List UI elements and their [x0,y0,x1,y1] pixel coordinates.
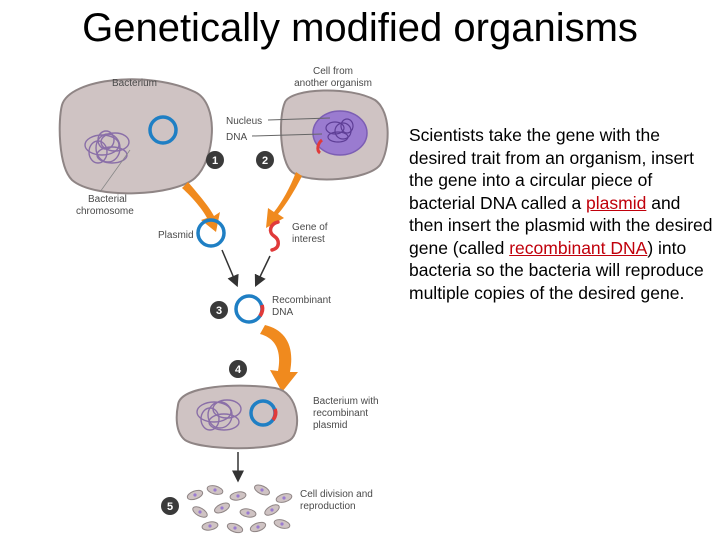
label-cell-from-2: another organism [294,78,372,89]
label-bacterium: Bacterium [112,78,157,89]
label-dna: DNA [226,132,247,143]
description-part-1: Scientists take the gene with the desire… [409,125,694,213]
step-5-marker [161,497,179,515]
label-bacterium-with-3: plasmid [313,420,347,431]
label-gene-of-2: interest [292,234,325,245]
bacterium-with-recombinant-plasmid [175,384,298,450]
step-5-number: 5 [167,501,173,513]
description-part-3: ) into bacteria so the bacteria will rep… [409,237,704,303]
bacterium-top [58,78,213,195]
step-2-number: 2 [262,155,268,167]
donor-dna [325,118,354,143]
step-1-marker [206,151,224,169]
step-2-marker [256,151,274,169]
isolated-plasmid [196,218,226,248]
step-3-marker [210,301,228,319]
label-cell-division-1: Cell division and [300,489,373,500]
gmo-diagram: 1 2 3 4 5 [58,66,389,534]
arrow-step-2 [266,172,302,228]
gene-of-interest [268,220,280,252]
label-bacterium-with-2: recombinant [313,408,368,419]
label-bacterial-chromosome-2: chromosome [76,206,134,217]
arrow-step-4 [260,325,298,392]
plasmid-link[interactable]: plasmid [586,192,647,213]
recombinant-dna [234,294,265,324]
label-cell-from-1: Cell from [313,66,353,77]
step-4-marker [229,360,247,378]
label-plasmid: Plasmid [158,230,194,241]
recombinant-dna-link[interactable]: recombinant DNA [509,237,648,258]
donor-cell [280,89,389,181]
label-bacterium-with-1: Bacterium with [313,396,379,407]
plasmid-in-bacterium [148,115,178,145]
label-nucleus: Nucleus [226,116,262,127]
label-cell-division-2: reproduction [300,501,356,512]
slide-title: Genetically modified organisms [82,6,638,50]
label-bacterial-chromosome-1: Bacterial [88,194,127,205]
label-recombinant-2: DNA [272,307,293,318]
step-3-number: 3 [216,305,222,317]
step-1-number: 1 [212,155,218,167]
step-4-number: 4 [235,364,242,376]
bacterial-chromosome-top [84,130,130,164]
reproduced-bacteria [186,484,293,534]
description-part-2: and then insert the plasmid with the des… [409,192,713,258]
description-text: Scientists take the gene with the desire… [409,124,719,304]
label-recombinant-1: Recombinant [272,295,331,306]
donor-gene-segment [316,138,324,155]
label-gene-of-1: Gene of [292,222,328,233]
